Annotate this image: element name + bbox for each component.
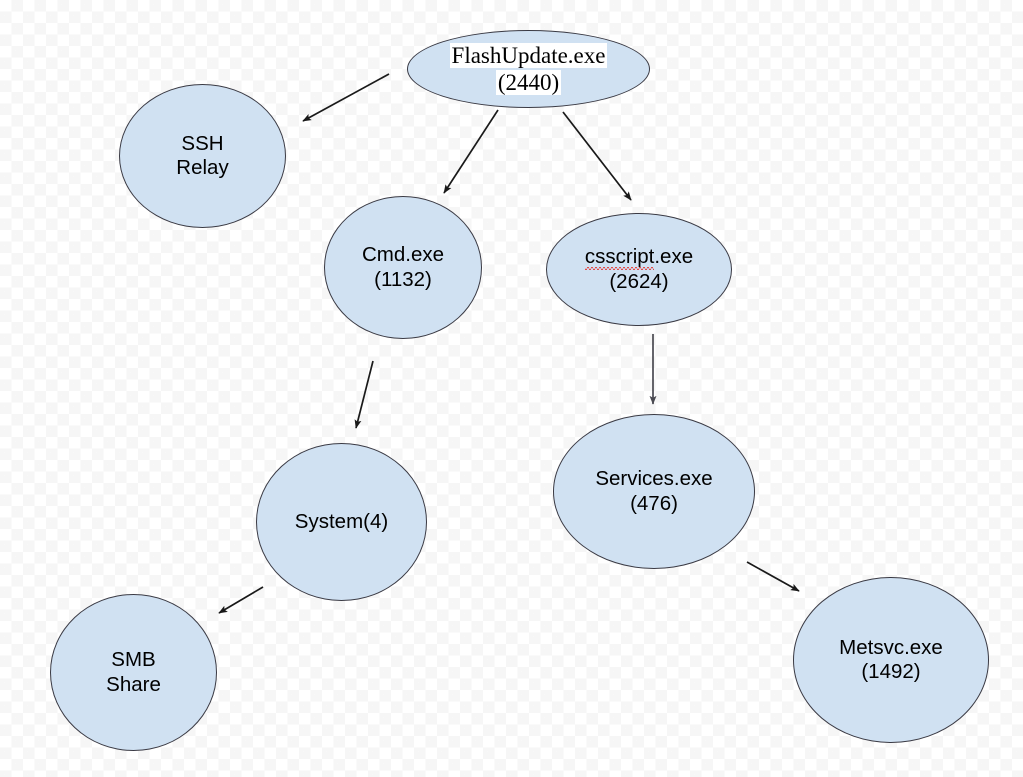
node-services[interactable]: Services.exe(476) bbox=[553, 414, 755, 569]
edge-services-metsvc bbox=[746, 561, 800, 592]
edge-flashupdate-csscript bbox=[562, 111, 632, 201]
node-services-line2: (476) bbox=[630, 491, 678, 515]
node-system[interactable]: System(4) bbox=[256, 443, 427, 601]
edge-cmd-system bbox=[354, 360, 374, 429]
node-flashupdate-line1: FlashUpdate.exe bbox=[449, 42, 608, 68]
node-smb-line2: Share bbox=[106, 672, 161, 696]
edge-system-smb bbox=[218, 586, 264, 614]
node-metsvc-line1: Metsvc.exe bbox=[839, 635, 943, 659]
node-ssh-line2: Relay bbox=[176, 156, 229, 179]
node-cmd-line1: Cmd.exe bbox=[361, 243, 445, 267]
edge-flashupdate-cmd bbox=[443, 109, 499, 194]
node-csscript-line2: (2624) bbox=[609, 269, 669, 293]
node-cmd-line2: (1132) bbox=[374, 267, 432, 291]
node-flashupdate-line2: (2440) bbox=[495, 70, 562, 95]
node-system-line1: System(4) bbox=[294, 509, 389, 533]
node-ssh-line1: SSH bbox=[181, 131, 224, 155]
node-csscript-line1: csscript.exe bbox=[584, 245, 694, 269]
spellcheck-underline: csscript bbox=[584, 245, 655, 269]
node-smb-line1: SMB bbox=[111, 648, 156, 672]
node-metsvc-line2: (1492) bbox=[861, 660, 921, 683]
node-flashupdate[interactable]: FlashUpdate.exe(2440) bbox=[407, 30, 650, 108]
node-csscript[interactable]: csscript.exe(2624) bbox=[546, 213, 732, 326]
node-metsvc[interactable]: Metsvc.exe(1492) bbox=[793, 577, 989, 743]
edge-flashupdate-ssh bbox=[302, 73, 390, 122]
node-services-line1: Services.exe bbox=[595, 467, 713, 491]
node-cmd[interactable]: Cmd.exe(1132) bbox=[324, 196, 482, 339]
